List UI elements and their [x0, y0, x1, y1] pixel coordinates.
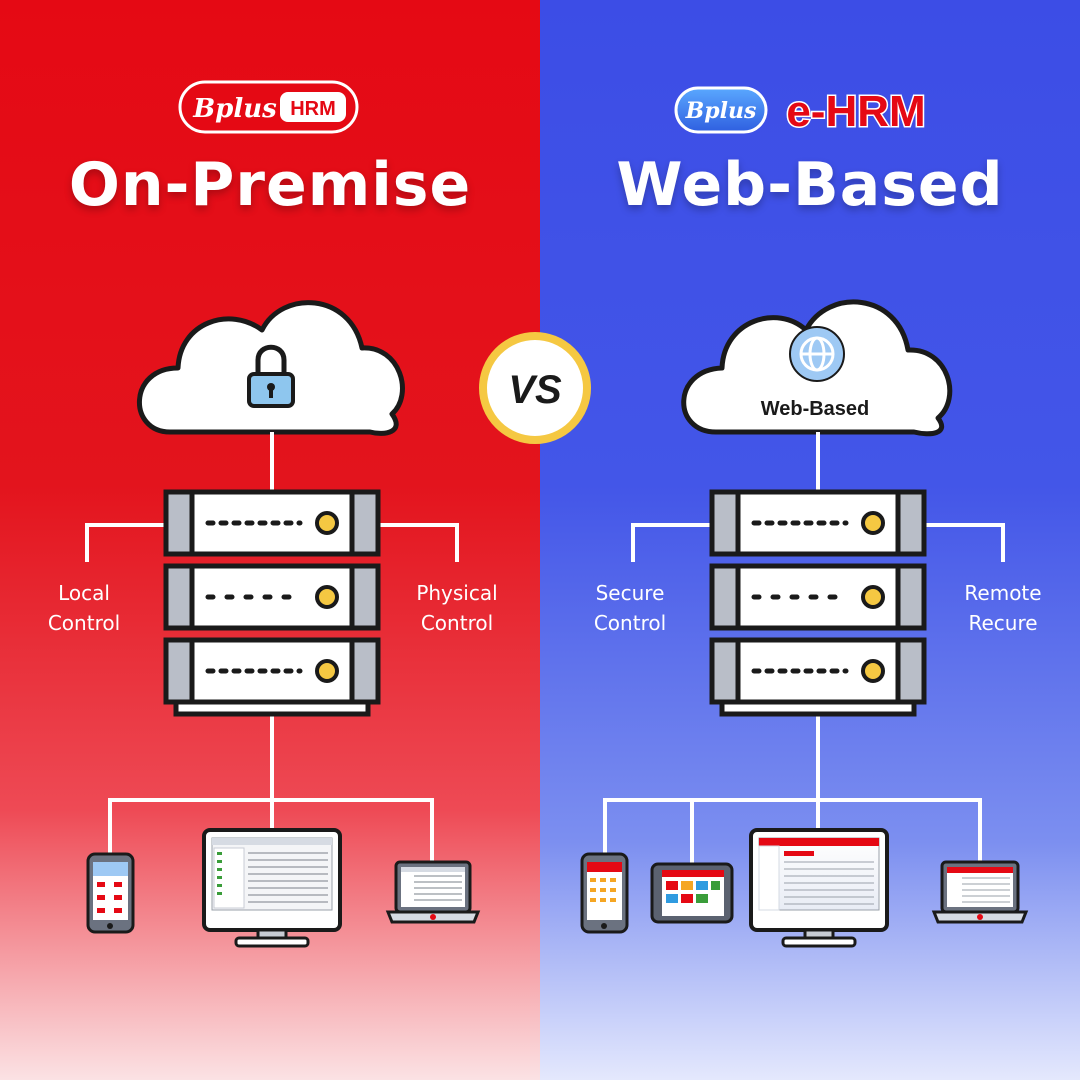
vs-badge: VS	[479, 332, 591, 444]
label-line: Remote	[964, 581, 1042, 605]
server-unit	[163, 563, 381, 631]
web-based-title: Web-Based	[616, 150, 1004, 220]
label-line: Control	[47, 611, 121, 635]
label-line: Recure	[968, 611, 1038, 635]
server-unit	[709, 563, 927, 631]
logo-brand-left: Bplus	[192, 94, 277, 124]
label-remote-recure: Remote Recure	[933, 578, 1073, 638]
label-line: Physical	[416, 581, 498, 605]
cloud-label: Web-Based	[761, 398, 870, 420]
connectors-right	[603, 432, 1005, 866]
label-line: Control	[593, 611, 667, 635]
on-premise-title: On-Premise	[68, 150, 472, 220]
logo-badge-left: HRM	[290, 98, 336, 120]
server-unit	[709, 489, 927, 557]
label-line: Secure	[595, 581, 665, 605]
laptop-left	[385, 860, 481, 924]
laptop-right	[931, 860, 1029, 924]
label-line: Local	[58, 581, 110, 605]
server-rack-left	[163, 489, 381, 717]
phone-left	[86, 852, 135, 934]
padlock-icon	[247, 344, 295, 408]
monitor-right	[749, 828, 889, 948]
phone-right	[580, 852, 629, 934]
label-line: Control	[420, 611, 494, 635]
server-unit	[163, 637, 381, 705]
cloud-left	[136, 300, 405, 436]
label-secure-control: Secure Control	[560, 578, 700, 638]
tablet-right	[650, 862, 734, 924]
server-unit	[709, 637, 927, 705]
globe-icon	[789, 326, 845, 382]
bplus-hrm-logo: Bplus HRM	[178, 80, 359, 134]
label-physical-control: Physical Control	[387, 578, 527, 638]
bplus-ehrm-logo: Bplus e-HRM	[674, 86, 927, 138]
label-local-control: Local Control	[14, 578, 154, 638]
logo-product-right: e-HRM	[786, 87, 925, 136]
server-rack-right	[709, 489, 927, 717]
server-unit	[163, 489, 381, 557]
cloud-right: Web-Based	[681, 299, 953, 437]
monitor-left	[202, 828, 342, 948]
logo-brand-right: Bplus	[685, 98, 757, 124]
connectors-left	[85, 432, 459, 862]
vs-text: VS	[508, 368, 562, 412]
